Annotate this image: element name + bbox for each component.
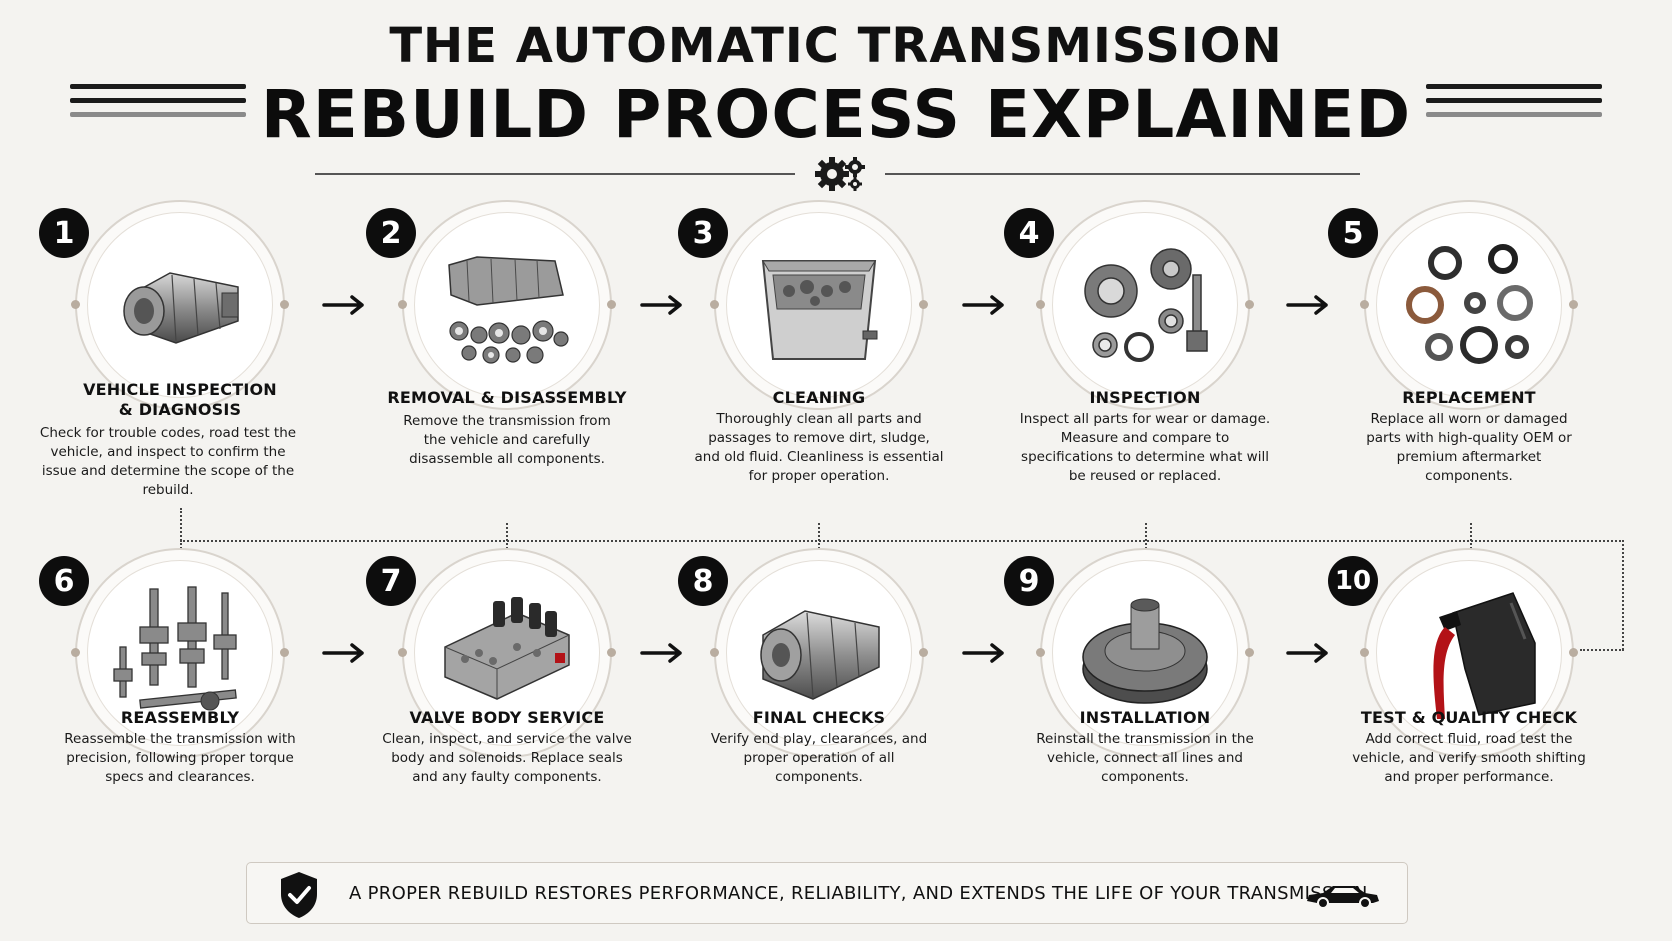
step-number-badge: 3 xyxy=(678,208,728,258)
parts-washer-tank-icon xyxy=(761,260,878,360)
step-description: Verify end play, clearances, and proper … xyxy=(710,731,928,785)
step-circle xyxy=(1360,200,1578,410)
step-description: Add correct fluid, road test the vehicle… xyxy=(1352,731,1586,785)
page-title-line2: REBUILD PROCESS EXPLAINED xyxy=(260,76,1412,153)
connector-tick xyxy=(818,523,820,553)
header-divider-left xyxy=(315,173,795,175)
step-number-badge: 10 xyxy=(1328,556,1378,606)
arrow-right-icon xyxy=(962,643,1004,663)
step-description: Reinstall the transmission in the vehicl… xyxy=(1036,731,1254,785)
step-2: 2 REMOVAL & DISASSEMBLY Remove the trans… xyxy=(352,200,652,530)
step-description: Clean, inspect, and service the valve bo… xyxy=(382,731,632,785)
step-number-badge: 9 xyxy=(1004,556,1054,606)
step-number-badge: 1 xyxy=(39,208,89,258)
shafts-gears-icon xyxy=(113,586,237,711)
step-title: REPLACEMENT xyxy=(1402,388,1536,407)
step-title: REASSEMBLY xyxy=(120,708,240,727)
step-circle xyxy=(1360,548,1578,758)
step-title: FINAL CHECKS xyxy=(752,708,886,727)
step-description: Replace all worn or damaged parts with h… xyxy=(1366,411,1572,484)
fluid-bottle-pour-icon xyxy=(1433,592,1536,719)
header-divider-right xyxy=(885,173,1360,175)
valve-body-icon xyxy=(444,597,570,700)
step-circle xyxy=(71,548,289,758)
connector-tick xyxy=(1470,523,1472,553)
torque-converter-icon xyxy=(1082,598,1208,704)
step-circle xyxy=(398,200,616,410)
arrow-right-icon xyxy=(322,643,364,663)
step-title: VEHICLE INSPECTION & DIAGNOSIS xyxy=(83,380,277,419)
step-number-badge: 7 xyxy=(366,556,416,606)
step-circle xyxy=(710,200,928,410)
arrow-right-icon xyxy=(640,643,682,663)
step-6: 6 REASSEMBLY Reassemble the transmission… xyxy=(25,548,325,878)
step-3: 3 CLEANING Thoroughly clean all parts an… xyxy=(664,200,964,530)
step-number-badge: 4 xyxy=(1004,208,1054,258)
shield-check-icon xyxy=(281,872,317,918)
step-9: 9 INSTALLATION Reinstall the transmissio… xyxy=(990,548,1290,878)
gears-icon xyxy=(815,157,865,191)
step-description: Remove the transmission from the vehicle… xyxy=(403,413,611,467)
transmission-case-icon xyxy=(123,272,239,344)
step-5: 5 REPLACEMENT Replace all worn or damage… xyxy=(1314,200,1614,530)
connector-tick xyxy=(1145,523,1147,553)
arrow-right-icon xyxy=(1286,643,1328,663)
assembled-transmission-icon xyxy=(760,610,880,700)
decorative-lines-left xyxy=(70,84,246,126)
step-7: 7 VALVE BODY SERVICE Clean, inspect, and… xyxy=(352,548,652,878)
step-description: Thoroughly clean all parts and passages … xyxy=(694,411,944,484)
car-icon xyxy=(1307,886,1379,909)
step-number-badge: 2 xyxy=(366,208,416,258)
step-8: 8 FINAL CHECKS Verify end play, clearanc… xyxy=(664,548,964,878)
step-description: Inspect all parts for wear or damage. Me… xyxy=(1019,411,1271,484)
step-description: Reassemble the transmission with precisi… xyxy=(64,731,296,785)
step-title: INSPECTION xyxy=(1089,388,1201,407)
arrow-right-icon xyxy=(322,295,364,315)
connector-tick xyxy=(506,523,508,553)
step-circle xyxy=(1036,200,1254,410)
gears-bearings-icon xyxy=(1084,248,1208,362)
step-1: 1 VEHICLE INSPECTION & DIAGNOSIS Check f… xyxy=(25,200,325,530)
step-circle xyxy=(398,548,616,758)
arrow-right-icon xyxy=(1286,295,1328,315)
step-circle xyxy=(710,548,928,758)
footer-text: A PROPER REBUILD RESTORES PERFORMANCE, R… xyxy=(349,883,1374,904)
step-circle xyxy=(1036,548,1254,758)
connector-tick xyxy=(180,508,182,552)
step-10: 10 TEST & QUALITY CHECK Add correct flui… xyxy=(1314,548,1614,878)
step-number-badge: 6 xyxy=(39,556,89,606)
step-title: VALVE BODY SERVICE xyxy=(409,708,605,727)
seals-rings-icon xyxy=(1406,244,1533,364)
arrow-right-icon xyxy=(962,295,1004,315)
step-number-badge: 5 xyxy=(1328,208,1378,258)
row-connector-right-drop xyxy=(1622,540,1624,650)
footer-banner: A PROPER REBUILD RESTORES PERFORMANCE, R… xyxy=(246,862,1408,924)
row-connector-line xyxy=(180,540,1624,542)
step-4: 4 INSPECTION Inspect all parts for wear … xyxy=(990,200,1290,530)
step-number-badge: 8 xyxy=(678,556,728,606)
step-title: TEST & QUALITY CHECK xyxy=(1360,708,1578,727)
step-title: REMOVAL & DISASSEMBLY xyxy=(387,388,627,407)
step-title: INSTALLATION xyxy=(1079,708,1211,727)
row-connector-right-return xyxy=(1580,649,1624,651)
step-title: CLEANING xyxy=(772,388,866,407)
step-circle xyxy=(71,200,289,410)
page-title-line1: THE AUTOMATIC TRANSMISSION xyxy=(389,18,1283,74)
disassembled-parts-icon xyxy=(448,256,569,364)
decorative-lines-right xyxy=(1426,84,1602,126)
arrow-right-icon xyxy=(640,295,682,315)
step-description: Check for trouble codes, road test the v… xyxy=(39,425,297,498)
